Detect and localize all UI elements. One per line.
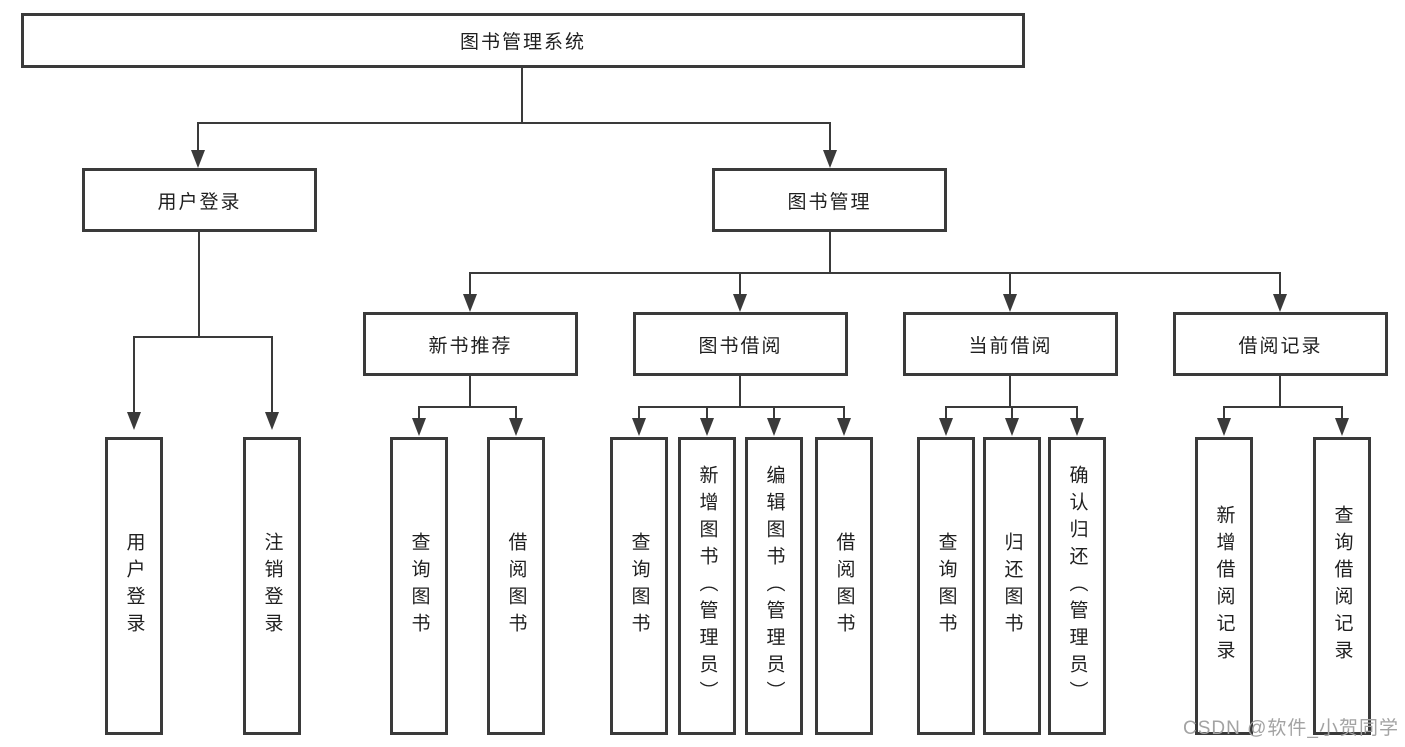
arrow-to-new-book-rec [463,272,477,312]
arrow-to-leaf-user-login [127,336,141,430]
leaf-query-books-a: 查询图书 [390,437,448,735]
node-book-borrow: 图书借阅 [633,312,848,376]
arrow-groupB-1 [632,406,646,436]
csdn-watermark: CSDN @软件_小贺同学 [1183,718,1399,739]
node-borrow-record: 借阅记录 [1173,312,1388,376]
connector-book-mgmt-stem [829,230,831,274]
leaf-borrow-books-a: 借阅图书 [487,437,545,735]
arrow-to-user-login [191,122,205,168]
connector-groupB-bar [638,406,845,408]
leaf-query-books-b: 查询图书 [610,437,668,735]
arrow-groupD-1 [1217,406,1231,436]
connector-level3-bar [469,272,1281,274]
arrow-groupB-2 [700,406,714,436]
arrow-groupC-2 [1005,406,1019,436]
arrow-groupC-1 [939,406,953,436]
leaf-query-books-c: 查询图书 [917,437,975,735]
node-root-system: 图书管理系统 [21,13,1025,68]
arrow-groupC-3 [1070,406,1084,436]
arrow-groupA-1 [412,406,426,436]
leaf-add-borrow-record: 新增借阅记录 [1195,437,1253,735]
arrow-to-current-borrow [1003,272,1017,312]
leaf-borrow-books-b: 借阅图书 [815,437,873,735]
arrow-to-leaf-logout [265,336,279,430]
connector-groupC-stem [1009,374,1011,408]
arrow-groupA-2 [509,406,523,436]
arrow-groupB-4 [837,406,851,436]
leaf-user-login: 用户登录 [105,437,163,735]
leaf-add-books-admin: 新增图书（管理员） [678,437,736,735]
leaf-return-books: 归还图书 [983,437,1041,735]
connector-groupD-stem [1279,374,1281,408]
connector-groupD-bar [1223,406,1343,408]
leaf-edit-books-admin: 编辑图书（管理员） [745,437,803,735]
arrow-groupB-3 [767,406,781,436]
connector-user-login-stem [198,230,200,338]
connector-root-stem [521,66,523,124]
node-user-login: 用户登录 [82,168,317,232]
leaf-query-borrow-record: 查询借阅记录 [1313,437,1371,735]
connector-groupA-stem [469,374,471,408]
connector-user-login-bar [133,336,273,338]
arrow-to-book-mgmt [823,122,837,168]
node-new-book-rec: 新书推荐 [363,312,578,376]
node-book-mgmt: 图书管理 [712,168,947,232]
arrow-to-book-borrow [733,272,747,312]
connector-level1-bar [197,122,831,124]
leaf-logout: 注销登录 [243,437,301,735]
leaf-confirm-return-admin: 确认归还（管理员） [1048,437,1106,735]
arrow-groupD-2 [1335,406,1349,436]
connector-groupB-stem [739,374,741,408]
arrow-to-borrow-record [1273,272,1287,312]
connector-groupA-bar [418,406,517,408]
node-current-borrow: 当前借阅 [903,312,1118,376]
